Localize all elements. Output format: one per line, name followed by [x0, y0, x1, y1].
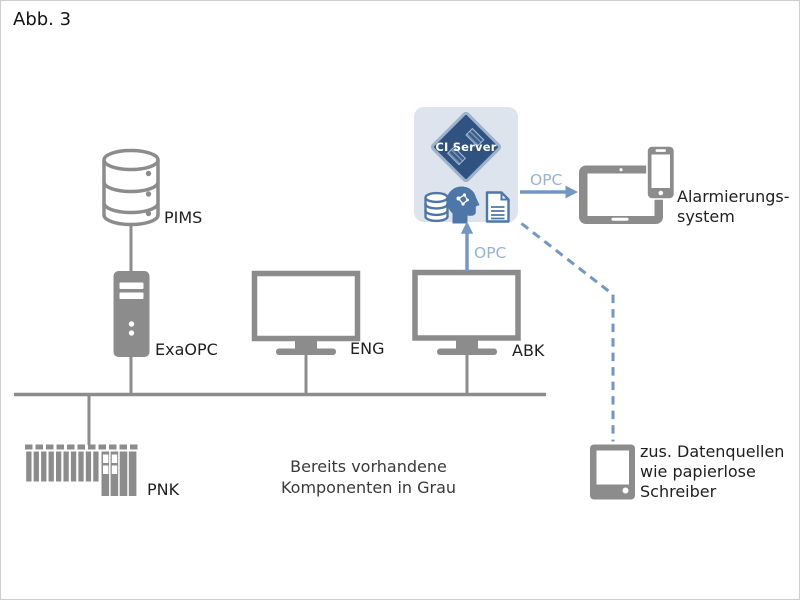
opc-label-abk-ci: OPC	[474, 244, 507, 262]
arrow-abk-to-ci	[460, 221, 474, 271]
abk-label: ABK	[512, 341, 545, 360]
alarm-system-label: Alarmierungs- system	[677, 187, 790, 227]
extra-sources-label: zus. Datenquellen wie papierlose Schreib…	[640, 442, 784, 502]
gray-components-note-line2: Komponenten in Grau	[280, 478, 457, 497]
opc-label-ci-alarm: OPC	[530, 171, 563, 189]
figure-label: Abb. 3	[13, 9, 72, 30]
eng-monitor-icon	[251, 270, 361, 355]
pims-database-icon	[102, 148, 160, 227]
arrow-ci-to-alarm	[520, 185, 578, 199]
abk-monitor-icon	[412, 269, 521, 355]
alarm-tablet-icon	[579, 165, 663, 224]
exaopc-server-icon	[113, 271, 150, 357]
extra-sources-label-line2: wie papierlose	[640, 462, 756, 481]
pnk-plc-rack-icon	[25, 444, 138, 496]
exaopc-label: ExaOPC	[155, 340, 218, 359]
alarm-system-label-line1: Alarmierungs-	[677, 187, 790, 206]
ci-server-title: CI Server	[435, 140, 497, 154]
alarm-phone-icon	[646, 145, 676, 200]
ci-document-icon	[485, 191, 510, 223]
gray-components-note: Bereits vorhandene Komponenten in Grau	[256, 456, 481, 498]
extra-sources-label-line1: zus. Datenquellen	[640, 442, 785, 461]
eng-label: ENG	[350, 339, 385, 358]
pnk-label: PNK	[147, 480, 180, 499]
ci-database-icon	[424, 191, 449, 223]
connector-lines	[14, 224, 546, 445]
gray-components-note-line1: Bereits vorhandene	[290, 457, 447, 476]
dashed-line-ci-to-recorder	[520, 222, 615, 442]
pims-label: PIMS	[164, 208, 203, 227]
alarm-system-label-line2: system	[677, 207, 735, 226]
extra-sources-label-line3: Schreiber	[640, 482, 717, 501]
paperless-recorder-icon	[590, 444, 635, 500]
ci-ai-head-icon	[446, 186, 480, 224]
